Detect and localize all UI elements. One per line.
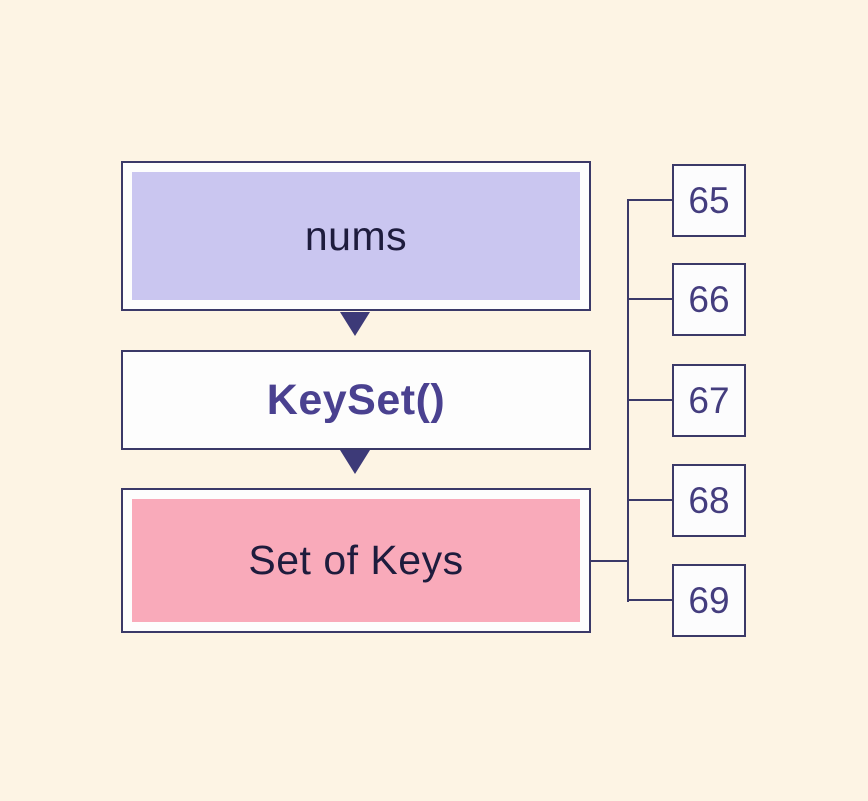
key-box-67: 67 — [672, 364, 746, 437]
key-value: 69 — [688, 579, 730, 621]
nums-box: nums — [121, 161, 591, 311]
connector-stub-line — [629, 199, 673, 201]
set-of-keys-box: Set of Keys — [121, 488, 591, 633]
down-arrow-icon — [340, 312, 370, 336]
connector-stub-line — [629, 599, 673, 601]
set-of-keys-label: Set of Keys — [248, 537, 464, 583]
key-value: 68 — [688, 479, 730, 521]
key-value: 66 — [688, 278, 730, 320]
connector-spine-line — [627, 199, 629, 602]
connector-stub-line — [629, 399, 673, 401]
connector-root-line — [591, 560, 629, 562]
key-box-66: 66 — [672, 263, 746, 336]
key-box-69: 69 — [672, 564, 746, 637]
down-arrow-icon — [340, 450, 370, 474]
key-box-65: 65 — [672, 164, 746, 237]
nums-box-fill: nums — [132, 172, 580, 300]
connector-stub-line — [629, 499, 673, 501]
keyset-box: KeySet() — [121, 350, 591, 450]
keyset-label: KeySet() — [266, 375, 446, 424]
key-value: 65 — [688, 179, 730, 221]
key-value: 67 — [688, 379, 730, 421]
nums-label: nums — [304, 212, 408, 259]
connector-stub-line — [629, 298, 673, 300]
key-box-68: 68 — [672, 464, 746, 537]
set-of-keys-box-fill: Set of Keys — [132, 499, 580, 622]
